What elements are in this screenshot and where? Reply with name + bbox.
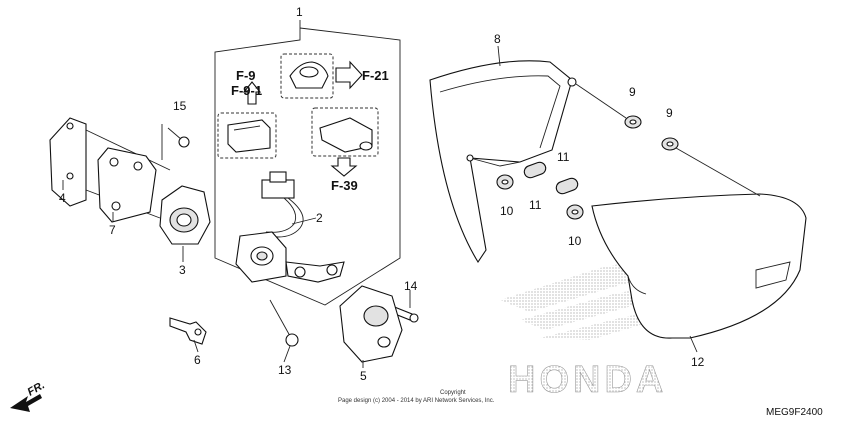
bolt-15 [161, 124, 190, 160]
part-number-14: 14 [404, 279, 418, 293]
ref-f39: F-39 [331, 178, 358, 193]
part-number-11a: 11 [529, 198, 542, 212]
part-number-labels: 1 2 3 4 6 7 8 9 9 10 10 11 11 12 13 14 1… [59, 5, 705, 383]
ref-f9-1: F-9-1 [231, 83, 262, 98]
ref-box-f39 [311, 107, 379, 177]
part-number-10a: 10 [500, 204, 514, 218]
mounting-plate [97, 147, 157, 223]
part-number-11b: 11 [557, 150, 570, 164]
part-number-15: 15 [173, 99, 187, 113]
leader-lines [62, 20, 698, 368]
copyright-line: Page design (c) 2004 - 2014 by ARI Netwo… [338, 398, 495, 404]
part-number-7: 7 [109, 223, 116, 237]
assembly-outline [214, 27, 401, 306]
ref-box-f21 [280, 53, 363, 99]
part-number-9a: 9 [629, 85, 636, 99]
ref-box-f9 [217, 81, 277, 159]
part-number-4: 4 [59, 191, 66, 205]
part-number-10b: 10 [568, 234, 582, 248]
part-number-1: 1 [296, 5, 303, 19]
key [169, 317, 207, 345]
grommets [496, 83, 761, 220]
part-number-5: 5 [360, 369, 367, 383]
part-number-6: 6 [194, 353, 201, 367]
reference-labels: F-9 F-9-1 F-21 F-39 [231, 68, 389, 193]
side-cover-right [591, 193, 807, 339]
part-number-2: 2 [316, 211, 323, 225]
lock-cover [339, 285, 403, 363]
front-label: FR. [26, 379, 47, 398]
copyright-title: Copyright [440, 390, 466, 396]
bolt-13 [269, 299, 299, 347]
part-number-9b: 9 [666, 106, 673, 120]
mounting-bracket [49, 117, 171, 219]
front-direction-indicator: FR. [10, 379, 47, 412]
lock-cylinder [159, 185, 211, 245]
part-number-8: 8 [494, 32, 501, 46]
part-number-12: 12 [691, 355, 705, 369]
part-number-13: 13 [278, 363, 292, 377]
ignition-switch-wiring [235, 171, 345, 283]
diagram-code: MEG9F2400 [766, 407, 823, 418]
part-number-3: 3 [179, 263, 186, 277]
ref-f21: F-21 [362, 68, 389, 83]
ref-f9: F-9 [236, 68, 256, 83]
side-cover-left [429, 60, 577, 264]
honda-watermark-text: HONDA [508, 359, 667, 401]
